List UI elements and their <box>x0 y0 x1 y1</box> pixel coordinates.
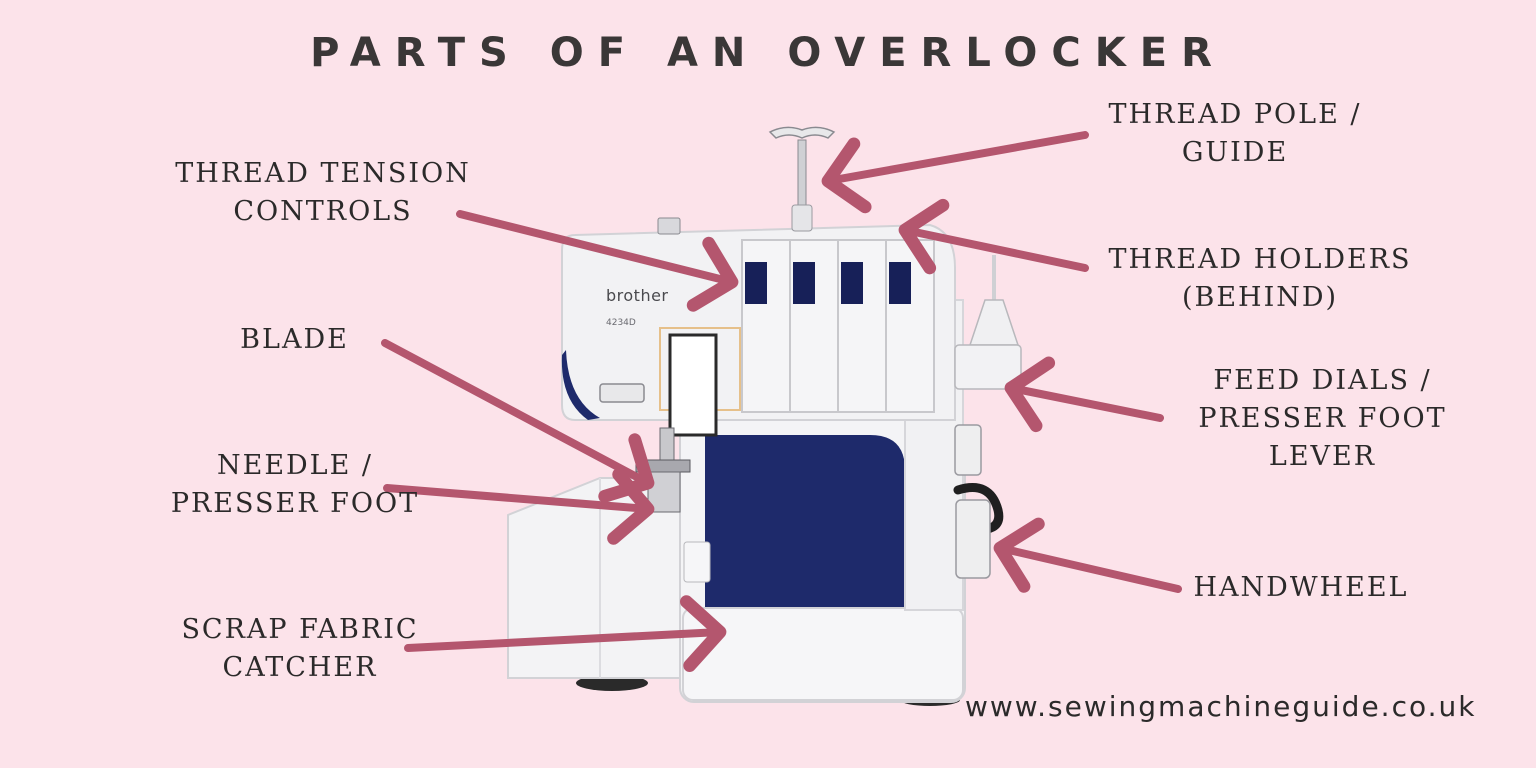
label-line: NEEDLE / <box>216 450 373 481</box>
page-title: PARTS OF AN OVERLOCKER <box>310 30 1226 76</box>
arrow-needle <box>383 468 655 545</box>
label-line: GUIDE <box>1181 137 1289 168</box>
label-line: THREAD HOLDERS <box>1108 244 1412 275</box>
arrow-feed-dials <box>1004 356 1164 433</box>
machine-brand: brother <box>606 286 669 305</box>
arrow-thread-tension <box>456 210 739 312</box>
label-arrows <box>381 131 1182 672</box>
label-line: CONTROLS <box>233 196 413 227</box>
label-line: THREAD POLE / <box>1108 99 1362 130</box>
label-thread-holders: THREAD HOLDERS (BEHIND) <box>1100 241 1420 317</box>
label-line: LEVER <box>1268 441 1377 472</box>
label-scrap-fabric: SCRAP FABRIC CATCHER <box>170 611 430 687</box>
overlocker-machine <box>507 126 1022 706</box>
label-blade: BLADE <box>232 321 357 359</box>
machine-model: 4234D <box>606 318 636 328</box>
label-thread-tension: THREAD TENSION CONTROLS <box>168 155 478 231</box>
label-feed-dials: FEED DIALS / PRESSER FOOT LEVER <box>1190 362 1455 476</box>
label-line: THREAD TENSION <box>175 158 471 189</box>
arrow-handwheel <box>993 517 1182 593</box>
label-line: (BEHIND) <box>1181 282 1339 313</box>
arrow-scrap-fabric <box>404 595 727 672</box>
label-line: HANDWHEEL <box>1193 572 1409 603</box>
label-line: SCRAP FABRIC <box>181 614 419 645</box>
label-line: CATCHER <box>222 652 378 683</box>
label-handwheel: HANDWHEEL <box>1186 569 1416 607</box>
label-line: PRESSER FOOT <box>170 488 420 519</box>
arrow-blade <box>381 339 655 503</box>
label-needle: NEEDLE / PRESSER FOOT <box>164 447 426 523</box>
label-thread-pole: THREAD POLE / GUIDE <box>1100 96 1370 172</box>
label-line: FEED DIALS / <box>1213 365 1432 396</box>
label-line: PRESSER FOOT <box>1198 403 1447 434</box>
arrow-thread-holders <box>898 198 1089 275</box>
website-url: www.sewingmachineguide.co.uk <box>965 690 1477 723</box>
label-line: BLADE <box>240 324 349 355</box>
arrow-thread-pole <box>821 131 1089 214</box>
